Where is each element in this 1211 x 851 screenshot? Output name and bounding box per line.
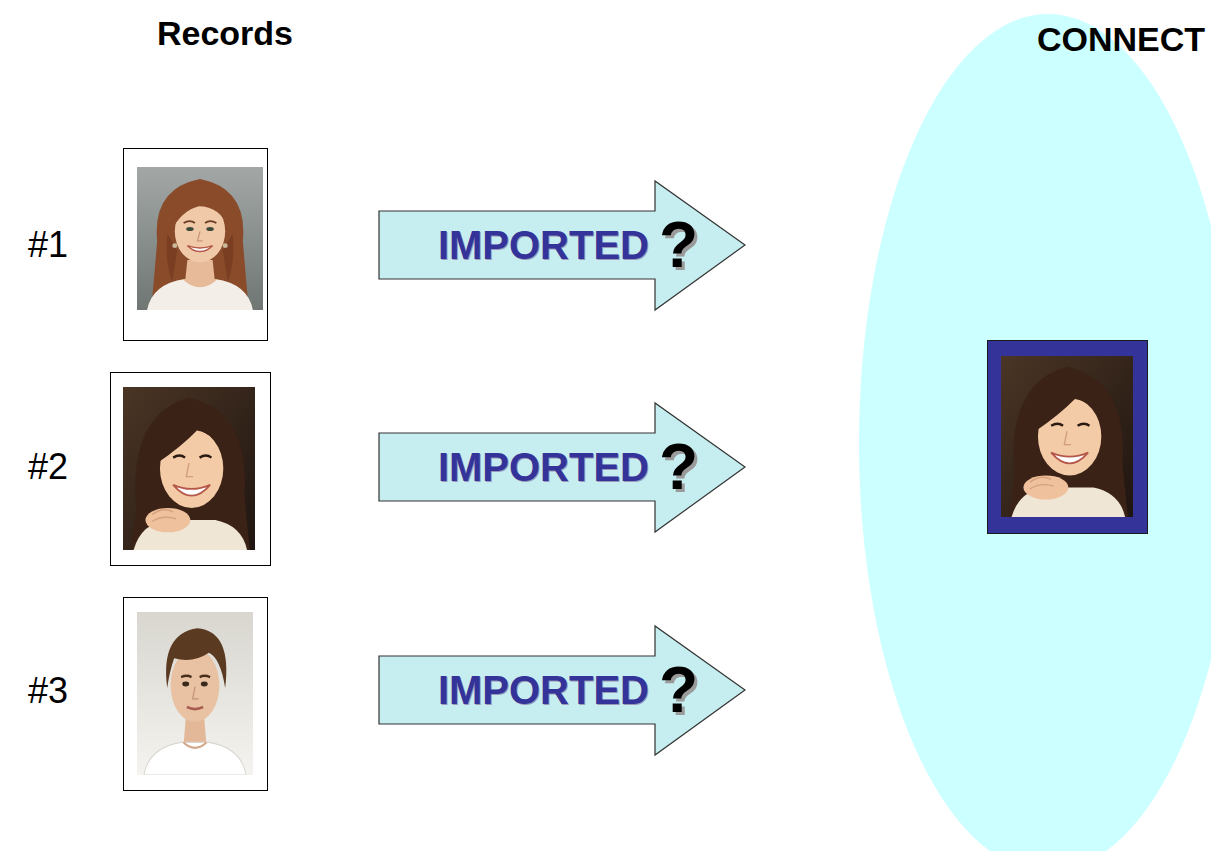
question-mark: ? [659, 435, 698, 499]
question-mark: ? [659, 658, 698, 722]
region-shape [858, 12, 1211, 851]
label-slot: #1 [28, 224, 68, 265]
photo-frame [111, 373, 271, 566]
label-slot: #3 [28, 670, 68, 711]
arrow-outline [379, 181, 745, 310]
connect-region: CONNECT [858, 12, 1211, 851]
text-slot: ? [659, 656, 698, 724]
text-slot: IMPORTED [438, 433, 649, 501]
text-slot: CONNECT [1037, 20, 1205, 59]
arrow-label: IMPORTED [438, 222, 649, 268]
import-arrow: IMPORTED? [378, 625, 746, 756]
arrow-outline [379, 403, 745, 532]
text-slot: IMPORTED [438, 656, 649, 724]
record-number: #2 [28, 446, 68, 487]
record-number: #1 [28, 224, 68, 265]
column-heading: Records [157, 14, 293, 53]
record-number: #3 [28, 670, 68, 711]
import-arrow: IMPORTED? [378, 402, 746, 533]
photo-frame [124, 598, 268, 791]
record-photo [123, 387, 255, 550]
text-slot: IMPORTED [438, 211, 649, 279]
arrow-outline [379, 626, 745, 755]
label-slot: Records [157, 14, 293, 53]
import-arrow: IMPORTED? [378, 180, 746, 311]
photo-frame [124, 149, 268, 341]
record-photo [137, 612, 253, 775]
label-slot: #2 [28, 446, 68, 487]
question-mark: ? [659, 213, 698, 277]
arrow-label: IMPORTED [438, 444, 649, 490]
record-photo [137, 167, 263, 310]
region-title: CONNECT [1037, 20, 1205, 59]
arrow-label: IMPORTED [438, 667, 649, 713]
region-ellipse [859, 14, 1211, 851]
text-slot: ? [659, 433, 698, 501]
text-slot: ? [659, 211, 698, 279]
